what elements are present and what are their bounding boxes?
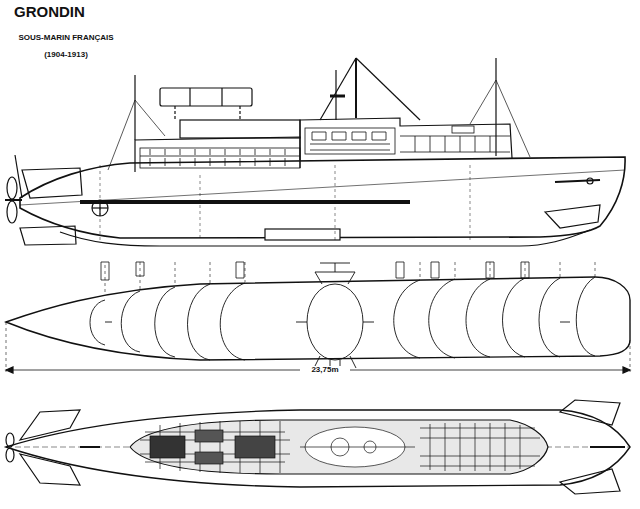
dimension-label: 23,75m [308,366,341,374]
drawing-title: GRONDIN [14,4,85,19]
date-range: (1904-1913) [41,51,91,59]
subtitle: SOUS-MARIN FRANÇAIS [15,34,116,42]
